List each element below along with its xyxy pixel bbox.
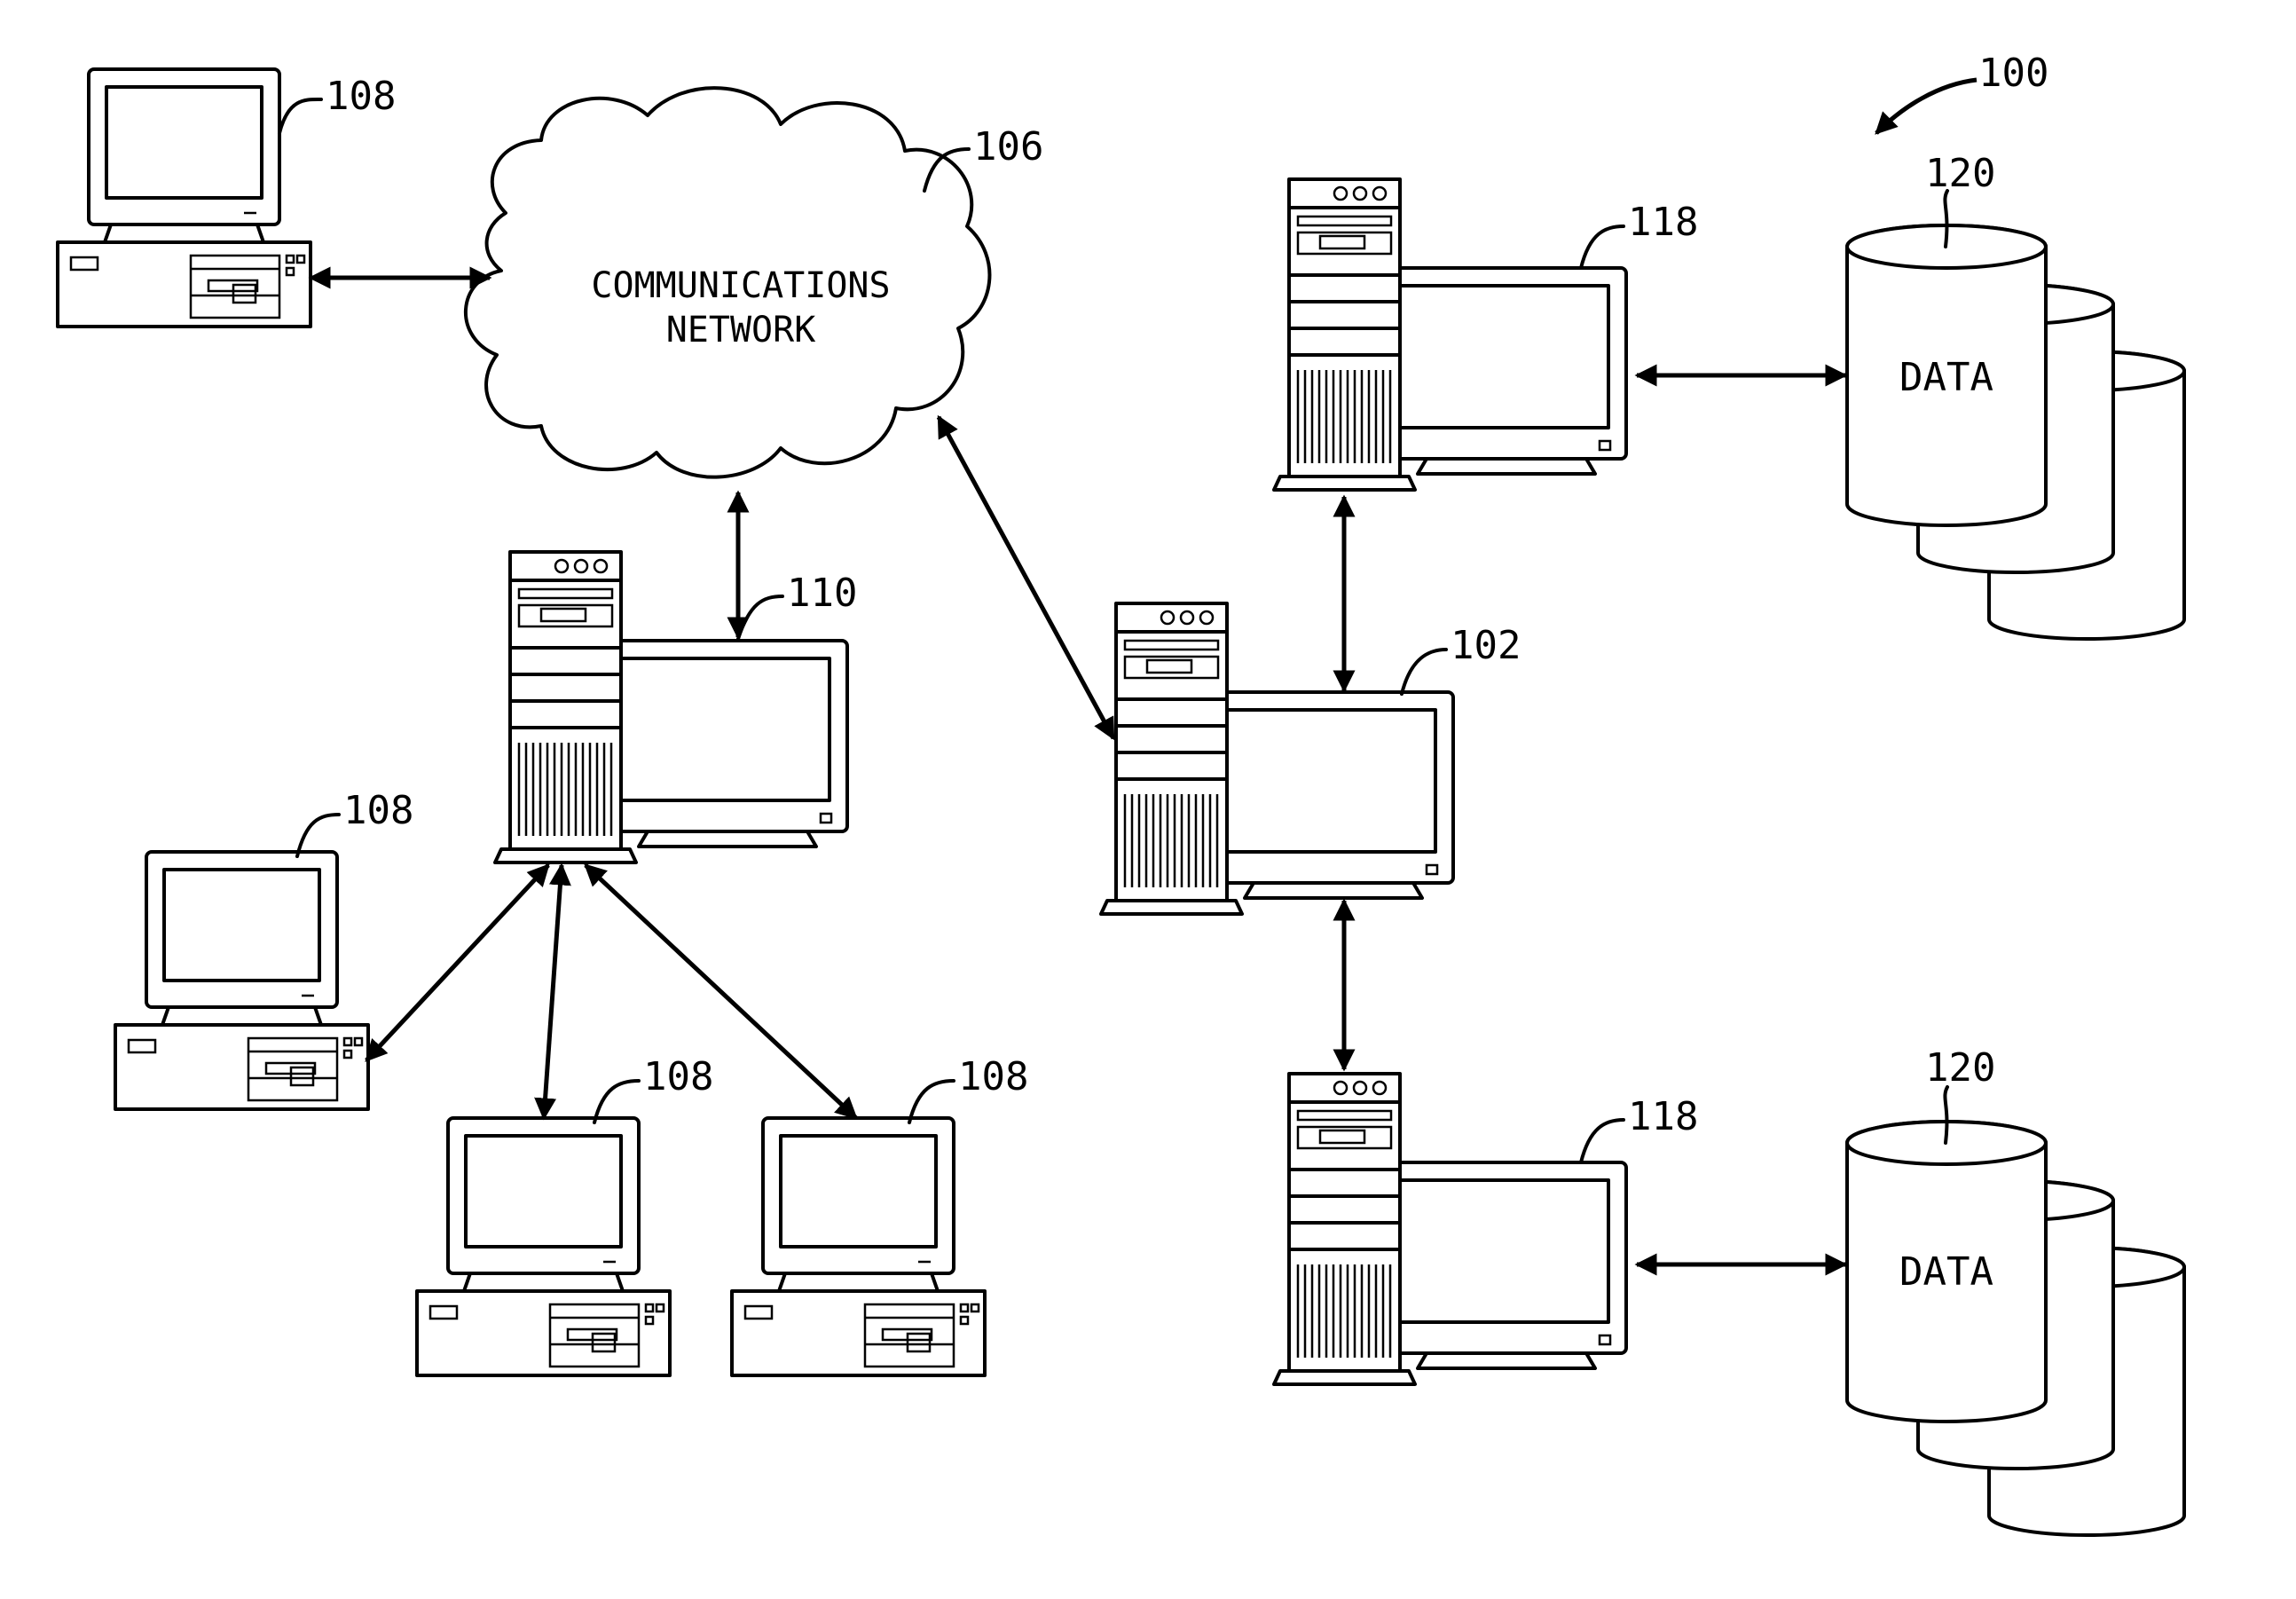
ref-120-top: 120 xyxy=(1925,151,1995,196)
ref-120-bottom: 120 xyxy=(1925,1045,1995,1091)
database-bottom-label: DATA xyxy=(1899,1249,1993,1295)
ref-118-top: 118 xyxy=(1628,200,1698,245)
ref-108-bottom-2: 108 xyxy=(958,1054,1028,1099)
ref-106: 106 xyxy=(973,124,1043,169)
database-bottom xyxy=(1847,1122,2184,1535)
network-label-line1: COMMUNICATIONS xyxy=(591,265,890,306)
ref-108-bottom-1: 108 xyxy=(643,1054,713,1099)
client-computer-topleft xyxy=(58,69,311,327)
ref-110: 110 xyxy=(787,571,857,616)
client-computer-bottom-1 xyxy=(417,1118,670,1375)
ref-118-bottom: 118 xyxy=(1628,1094,1698,1139)
network-label-line2: NETWORK xyxy=(666,310,816,351)
client-computer-left xyxy=(115,852,368,1109)
client-computer-bottom-2 xyxy=(732,1118,985,1375)
server-102 xyxy=(1101,603,1453,914)
ref-102: 102 xyxy=(1451,623,1521,668)
ref-108-left: 108 xyxy=(343,788,413,833)
ref-100: 100 xyxy=(1978,51,2048,96)
database-top xyxy=(1847,225,2184,639)
server-118-bottom xyxy=(1274,1074,1626,1384)
server-118-top xyxy=(1274,179,1626,490)
ref-108-topleft: 108 xyxy=(326,74,396,119)
database-top-label: DATA xyxy=(1899,355,1993,400)
